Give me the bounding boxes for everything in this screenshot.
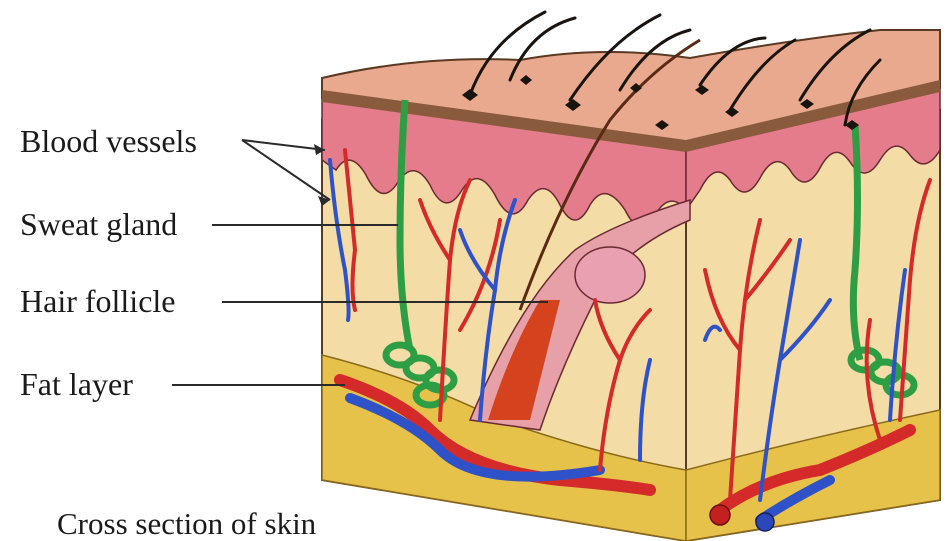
diagram-caption: Cross section of skin bbox=[57, 508, 316, 539]
label-sweat-gland: Sweat gland bbox=[20, 208, 177, 240]
vein-cut-end bbox=[756, 513, 774, 531]
label-hair-follicle: Hair follicle bbox=[20, 285, 175, 317]
sebaceous-gland bbox=[575, 247, 645, 303]
label-blood-vessels: Blood vessels bbox=[20, 125, 197, 157]
label-fat-layer: Fat layer bbox=[20, 368, 133, 400]
artery-cut-end bbox=[710, 505, 730, 525]
